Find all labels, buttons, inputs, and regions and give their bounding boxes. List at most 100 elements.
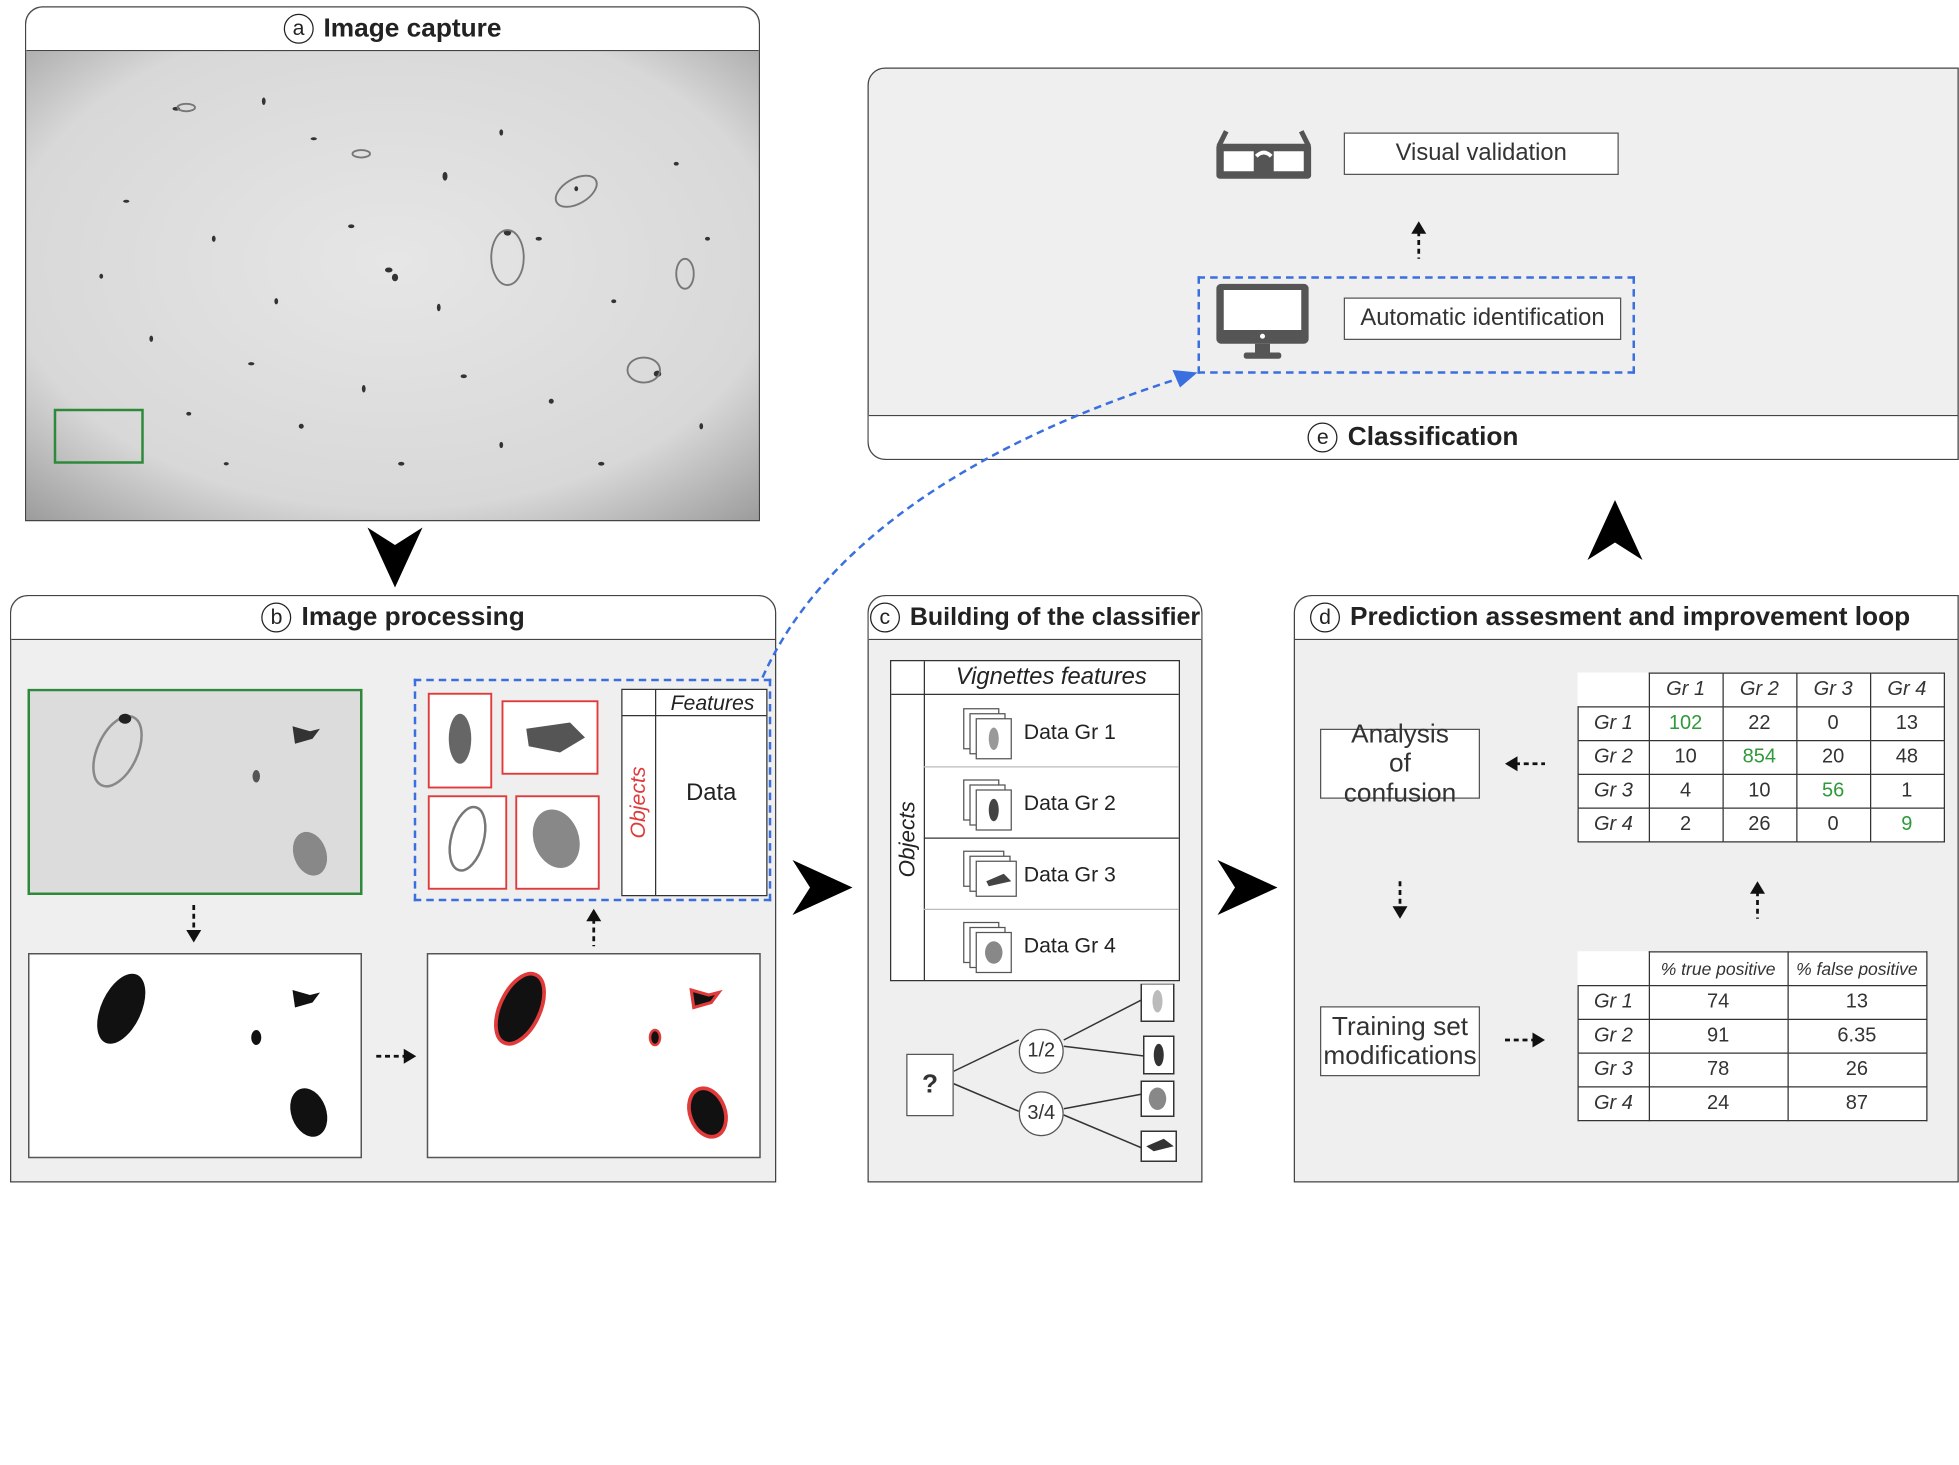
rates-cell: 26 (1786, 1052, 1927, 1088)
capture-image (26, 51, 759, 520)
threshold-image (28, 953, 362, 1159)
panel-d-title: Prediction assesment and improvement loo… (1350, 602, 1911, 632)
panel-a-header: a Image capture (26, 7, 759, 52)
visual-validation-box: Visual validation (1343, 132, 1619, 175)
cm-cell: 10 (1721, 773, 1797, 809)
arrow-right-d3 (1505, 1032, 1545, 1048)
rates-row-label: Gr 3 (1577, 1052, 1650, 1088)
features-table: Features Objects Data (621, 688, 768, 897)
data-group-4: Data Gr 4 (1023, 933, 1116, 958)
glasses-icon (1216, 130, 1312, 179)
cm-cell: 10 (1648, 740, 1724, 775)
vignettes-grid (427, 692, 600, 890)
rates-col-1: % true positive (1648, 951, 1789, 987)
contour-image (426, 953, 761, 1159)
rates-cell: 87 (1786, 1086, 1927, 1122)
vignette-stack-2 (963, 779, 1012, 831)
cm-row-label: Gr 1 (1577, 706, 1650, 742)
rates-row-label: Gr 2 (1577, 1018, 1650, 1054)
panel-b-header: b Image processing (11, 596, 775, 640)
data-group-2: Data Gr 2 (1023, 791, 1116, 815)
raw-crop-image (27, 688, 363, 895)
cm-cell: 0 (1795, 807, 1871, 843)
panel-prediction-loop: d Prediction assesment and improvement l… (1293, 595, 1959, 1183)
table-row: Gr 2 10 854 20 48 (1577, 740, 1945, 775)
panel-a-title: Image capture (323, 13, 502, 43)
rates-col-2: % false positive (1786, 951, 1927, 987)
arrow-right-c-d (1217, 860, 1278, 915)
automatic-identification-box: Automatic identification (1343, 297, 1622, 340)
table-row: Gr 4 2 26 0 9 (1577, 807, 1945, 843)
objects-label-b: Objects (626, 766, 650, 839)
arrow-down-a-b (367, 527, 423, 588)
rates-cell: 13 (1786, 985, 1927, 1020)
panel-d-letter: d (1310, 602, 1340, 633)
arrow-left-d1 (1505, 756, 1545, 772)
cm-cell: 48 (1869, 740, 1945, 775)
panel-c-letter: c (869, 602, 900, 633)
table-row: Gr 2 91 6.35 (1577, 1018, 1927, 1054)
cm-col-3: Gr 3 (1795, 672, 1871, 708)
vignette-stack-1 (963, 708, 1012, 760)
arrow-right-b-c (792, 860, 853, 915)
cm-row-label: Gr 4 (1577, 807, 1650, 843)
cm-row-label: Gr 2 (1577, 740, 1650, 775)
arrow-up-b3 (586, 908, 602, 947)
panel-image-capture: a Image capture (25, 6, 760, 522)
rates-row-label: Gr 1 (1577, 985, 1650, 1020)
cm-cell: 22 (1721, 706, 1797, 742)
auto-id-region (1197, 276, 1635, 374)
panel-b-title: Image processing (301, 602, 525, 632)
data-group-1: Data Gr 1 (1023, 720, 1116, 744)
cm-col-4: Gr 4 (1869, 672, 1945, 708)
table-row: Gr 3 4 10 56 1 (1577, 773, 1945, 809)
rates-cell: 24 (1648, 1086, 1789, 1122)
panel-image-processing: b Image processing (10, 595, 777, 1183)
cm-cell: 0 (1795, 706, 1871, 742)
tree-root: ? (906, 1053, 954, 1117)
features-region (413, 678, 772, 902)
cm-cell: 20 (1795, 740, 1871, 775)
analysis-of-confusion-box: Analysis of confusion (1320, 720, 1480, 807)
confusion-matrix: Gr 1 Gr 2 Gr 3 Gr 4 Gr 1 102 22 0 13 Gr … (1577, 672, 1945, 843)
rates-cell: 74 (1648, 985, 1789, 1020)
rates-cell: 78 (1648, 1052, 1789, 1088)
dashed-link-arrow (761, 370, 1198, 679)
monitor-icon (1216, 283, 1309, 359)
panel-e-letter: e (1307, 422, 1338, 453)
cm-col-2: Gr 2 (1721, 672, 1797, 708)
rates-cell: 91 (1648, 1018, 1789, 1054)
features-label: Features (670, 691, 755, 715)
panel-c-header: c Building of the classifier (868, 596, 1202, 640)
cm-cell: 13 (1869, 706, 1945, 742)
decision-tree-lines (953, 983, 1177, 1162)
table-row: Gr 1 102 22 0 13 (1577, 706, 1945, 742)
vignettes-table: Vignettes features Objects Data Gr 1 Dat… (890, 660, 1180, 982)
cm-cell: 102 (1648, 706, 1724, 742)
table-row: Gr 4 24 87 (1577, 1086, 1927, 1122)
cm-cell: 854 (1721, 740, 1797, 775)
arrow-right-b2 (376, 1048, 417, 1064)
cm-cell: 2 (1648, 807, 1724, 843)
rates-cell: 6.35 (1786, 1018, 1927, 1054)
panel-e-title: Classification (1347, 422, 1519, 452)
cm-cell: 4 (1648, 773, 1724, 809)
panel-classification: e Classification Visual validation Autom… (867, 67, 1959, 460)
arrow-up-e (1411, 221, 1427, 259)
cm-cell: 9 (1869, 807, 1945, 843)
vignettes-features-label: Vignettes features (955, 663, 1147, 690)
panel-d-header: d Prediction assesment and improvement l… (1295, 596, 1958, 640)
panel-e-footer: e Classification (868, 415, 1958, 459)
arrow-up-d4 (1750, 881, 1765, 919)
vignette-stack-4 (963, 921, 1012, 974)
data-label-b: Data (686, 780, 737, 807)
table-row: Gr 3 78 26 (1577, 1052, 1927, 1088)
cm-col-1: Gr 1 (1648, 672, 1724, 708)
selection-box-green (53, 408, 144, 464)
objects-label-c: Objects (894, 801, 920, 878)
panel-c-title: Building of the classifier (909, 603, 1201, 631)
table-row: Gr 1 74 13 (1577, 985, 1927, 1020)
arrow-down-b1 (186, 905, 202, 943)
arrow-down-d2 (1392, 881, 1408, 919)
rates-row-label: Gr 4 (1577, 1086, 1650, 1122)
